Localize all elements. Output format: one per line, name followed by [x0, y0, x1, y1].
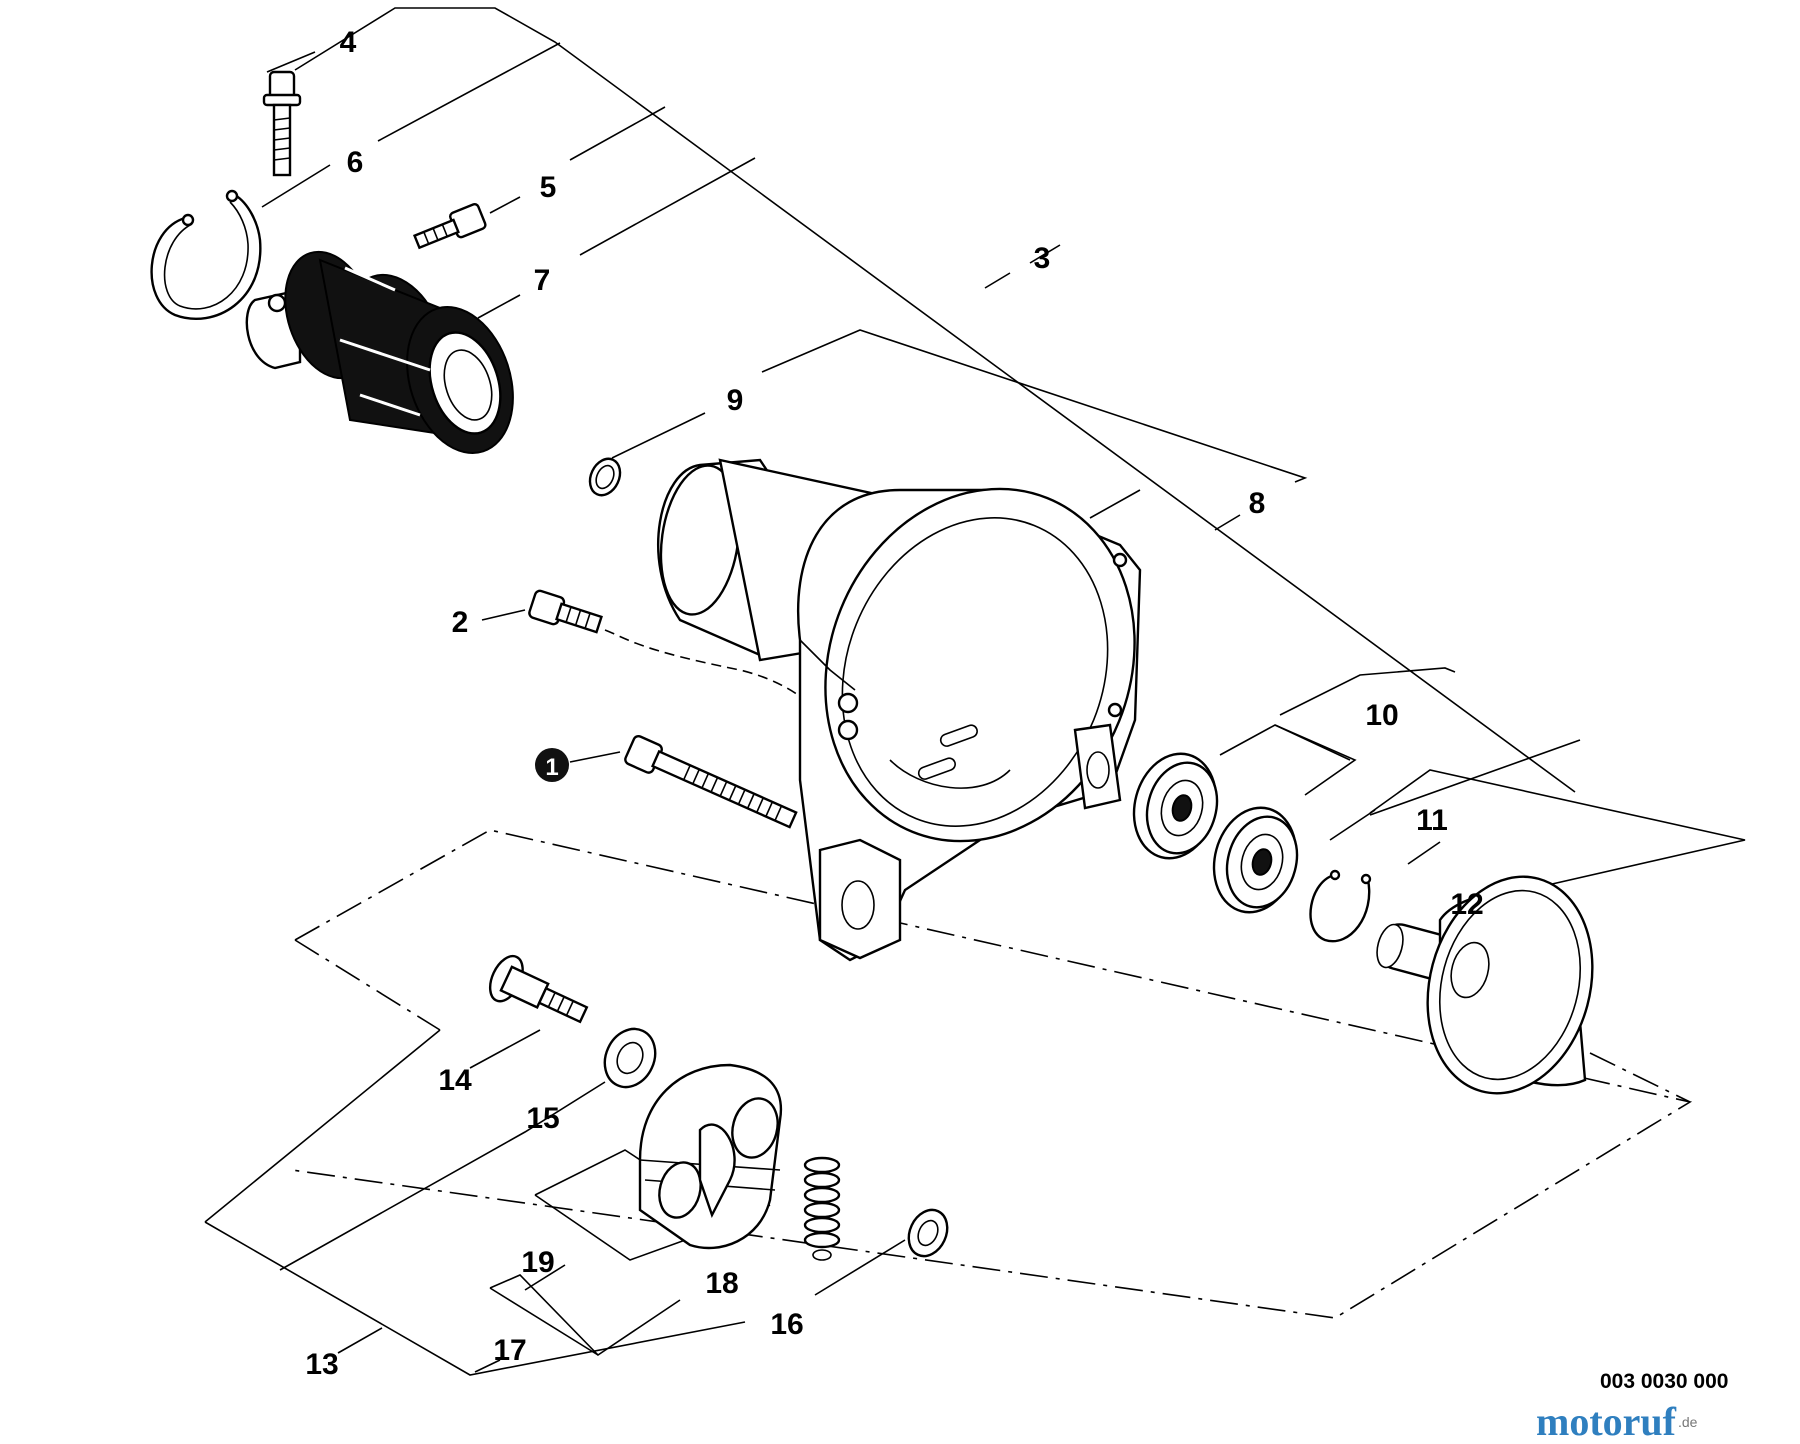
- washer-15-drawing: [603, 1027, 657, 1089]
- washer-16-drawing: [907, 1208, 949, 1258]
- bearing-10b-drawing: [1212, 806, 1299, 914]
- bearing-10a-drawing: [1132, 752, 1219, 860]
- drawing-code: 003 0030 000: [1600, 1370, 1728, 1393]
- watermark-suffix: .de: [1678, 1414, 1698, 1430]
- callout-6: 6: [347, 146, 364, 179]
- spring-18-drawing: [803, 1156, 841, 1261]
- clutch-housing-8-drawing: [657, 458, 1142, 962]
- callout-labels: 1 2 3 4 5 6 7 8 9 10 11 12 13 14 15 16 1…: [305, 26, 1483, 1381]
- circlip-11-drawing: [1309, 869, 1372, 943]
- bolt-1-drawing: [624, 734, 798, 829]
- watermark-text: motoruf: [1536, 1399, 1677, 1444]
- callout-16: 16: [770, 1308, 803, 1341]
- callout-10: 10: [1365, 699, 1398, 732]
- watermark-logo: motoruf .de: [1536, 1399, 1698, 1444]
- callout-19: 19: [521, 1246, 554, 1279]
- callout-1-badge: [535, 748, 569, 782]
- callout-3: 3: [1034, 242, 1051, 275]
- callout-5: 5: [540, 171, 557, 204]
- callout-9: 9: [727, 384, 744, 417]
- snap-ring-6-drawing: [150, 189, 262, 320]
- callout-7: 7: [534, 264, 551, 297]
- callout-13: 13: [305, 1348, 338, 1381]
- callout-4: 4: [340, 26, 357, 59]
- o-ring-9-drawing: [588, 457, 622, 497]
- callout-11: 11: [1416, 804, 1448, 837]
- clamp-7-drawing: [245, 250, 514, 454]
- shoulder-bolt-14-drawing: [488, 954, 589, 1024]
- assembly-dashed-line: [604, 629, 821, 713]
- callout-8: 8: [1249, 487, 1266, 520]
- clutch-drum-12-drawing: [1376, 875, 1594, 1095]
- bolt-2-drawing: [528, 589, 603, 634]
- callout-12: 12: [1450, 888, 1483, 921]
- leader-lines: [204, 7, 1746, 1376]
- callout-2: 2: [452, 606, 469, 639]
- callout-18: 18: [705, 1267, 738, 1300]
- bolt-4-drawing: [262, 70, 302, 177]
- callout-17: 17: [493, 1334, 526, 1367]
- bolt-5-drawing: [412, 202, 487, 250]
- callout-15: 15: [526, 1102, 559, 1135]
- callout-14: 14: [438, 1064, 472, 1097]
- callout-1: 1: [545, 754, 558, 781]
- clutch-shoes-19-drawing: [638, 1063, 783, 1250]
